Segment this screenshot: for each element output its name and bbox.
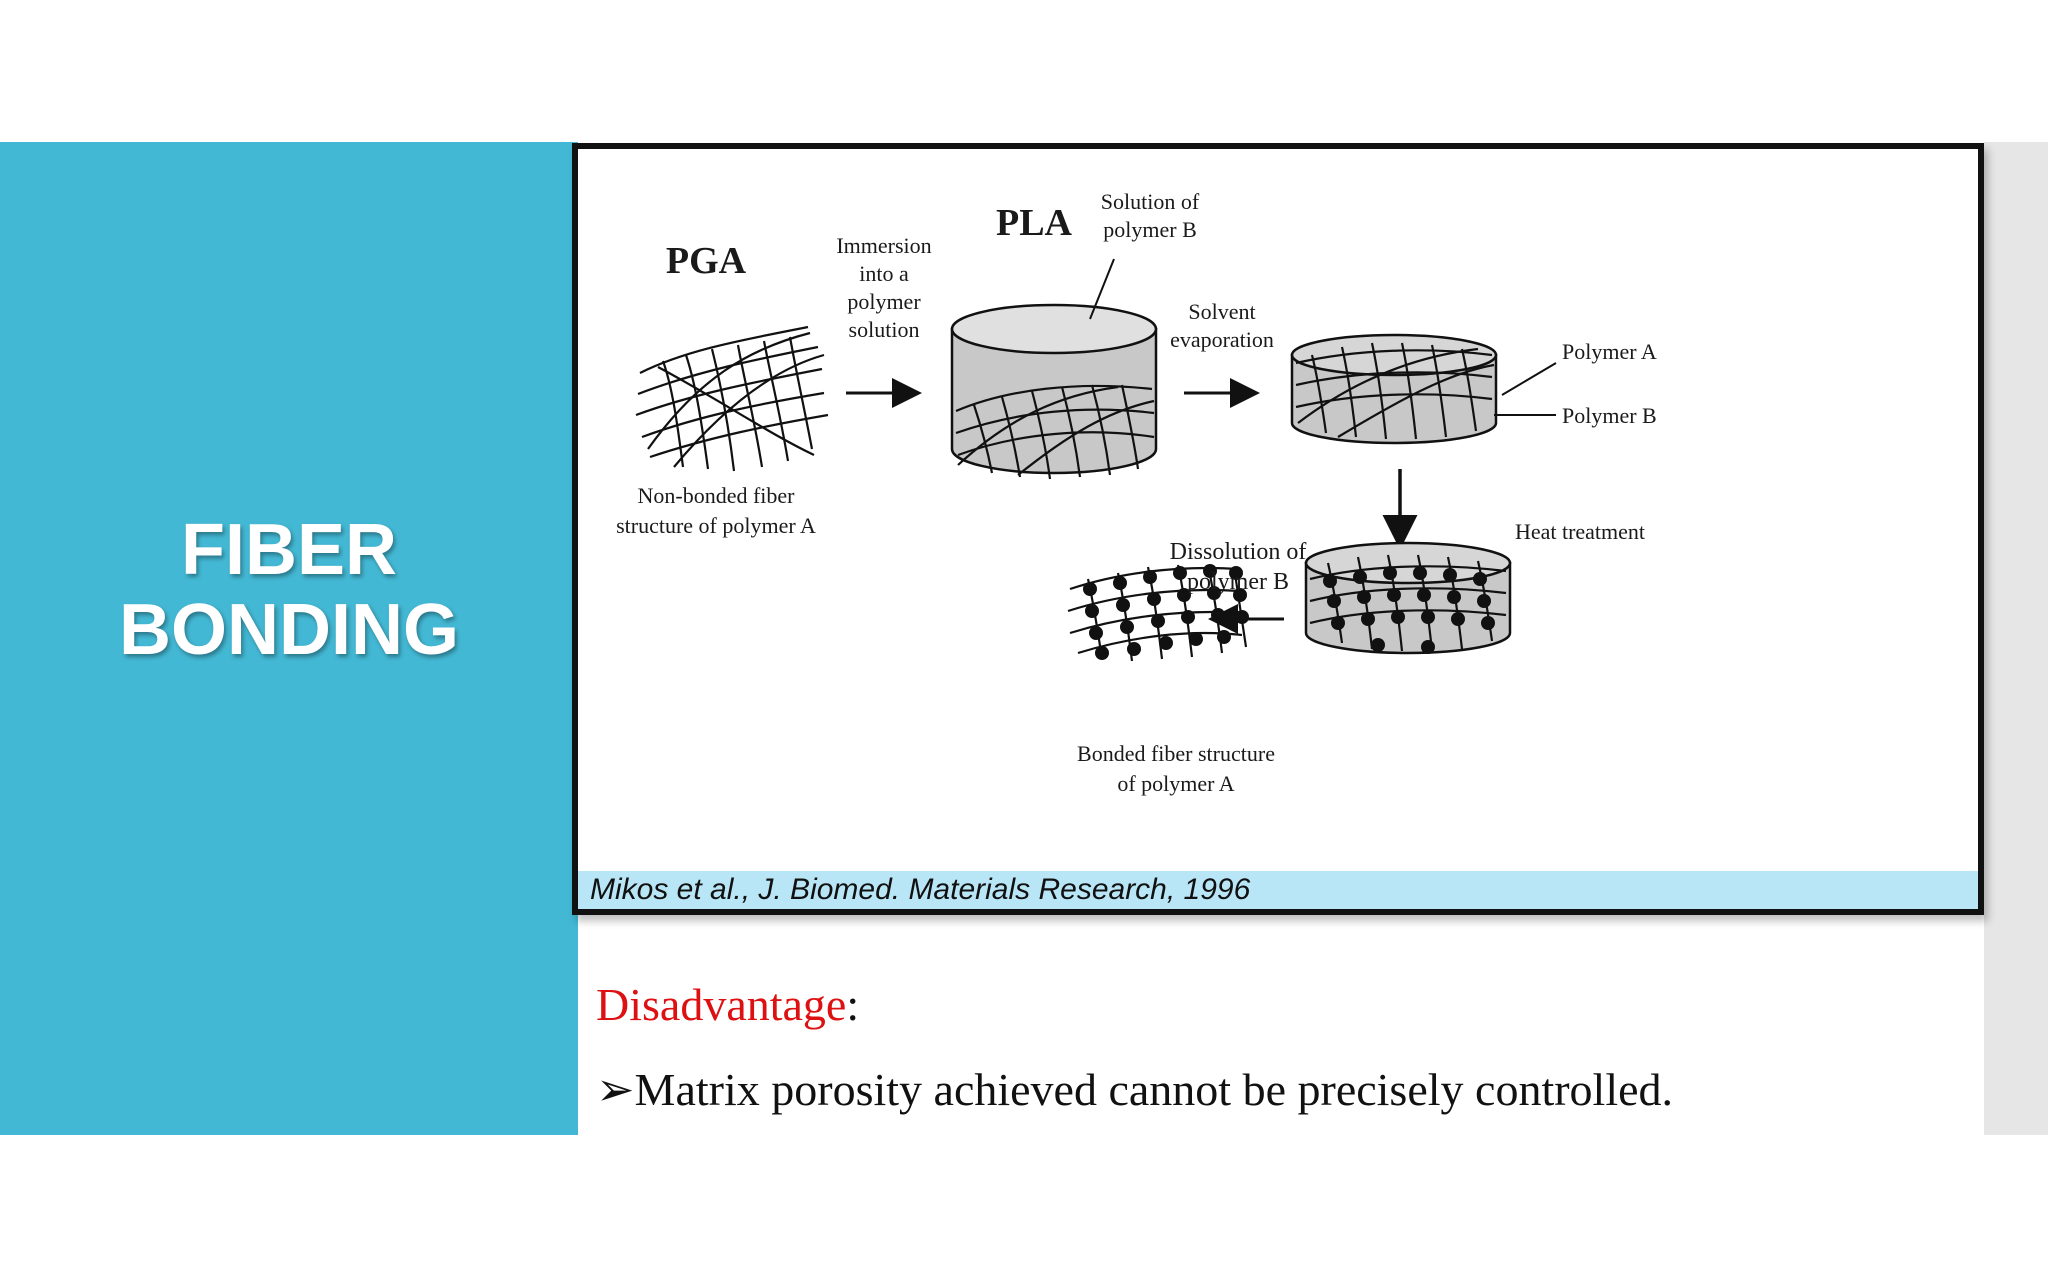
label-immersion-3: polymer (847, 289, 921, 314)
evaporated-cylinder (1290, 333, 1557, 445)
disadvantage-label: Disadvantage (596, 979, 847, 1030)
slide-title-line2: BONDING (119, 590, 459, 670)
label-immersion-4: solution (849, 317, 920, 342)
label-immersion-2: into a (859, 261, 909, 286)
disadvantage-point-text: Matrix porosity achieved cannot be preci… (634, 1064, 1674, 1115)
label-pga: PGA (666, 240, 747, 282)
figure-frame: PGA PLA Immersion into a polymer solutio… (572, 143, 1984, 915)
label-polymer-a: Polymer A (1562, 339, 1657, 364)
label-solution-b-1: Solution of (1101, 189, 1200, 214)
label-solvent-2: evaporation (1170, 327, 1274, 352)
label-nonbonded-1: Non-bonded fiber (637, 483, 795, 508)
slide-title-line1: FIBER (181, 510, 397, 590)
disadvantage-colon: : (846, 979, 860, 1030)
label-solvent-1: Solvent (1188, 299, 1255, 324)
label-dissolution-2: polymer B (1187, 569, 1289, 595)
heat-treated-cylinder (1304, 541, 1512, 655)
slide-title: FIBER BONDING (0, 510, 578, 670)
citation-bar: Mikos et al., J. Biomed. Materials Resea… (578, 871, 1978, 909)
bullet-arrow-icon: ➢ (596, 1064, 635, 1115)
right-edge-strip (1984, 142, 2048, 1135)
label-polymer-b: Polymer B (1562, 403, 1657, 428)
label-dissolution-1: Dissolution of (1170, 539, 1307, 565)
bonded-mesh (1067, 564, 1249, 662)
fiber-bonding-diagram: PGA PLA Immersion into a polymer solutio… (616, 189, 1657, 796)
citation-text: Mikos et al., J. Biomed. Materials Resea… (590, 873, 1251, 906)
label-immersion-1: Immersion (836, 233, 931, 258)
label-heat-treatment: Heat treatment (1515, 519, 1645, 544)
label-nonbonded-2: structure of polymer A (616, 513, 816, 538)
solution-cylinder (950, 258, 1158, 480)
disadvantage-heading: Disadvantage: (596, 978, 859, 1031)
label-solution-b-2: polymer B (1103, 217, 1197, 242)
label-bonded-2: of polymer A (1117, 771, 1234, 796)
nonbonded-mesh (635, 325, 829, 472)
label-pla: PLA (996, 202, 1073, 244)
label-bonded-1: Bonded fiber structure (1077, 741, 1275, 766)
title-panel (0, 142, 578, 1135)
disadvantage-bullet: ➢Matrix porosity achieved cannot be prec… (596, 1062, 1673, 1116)
